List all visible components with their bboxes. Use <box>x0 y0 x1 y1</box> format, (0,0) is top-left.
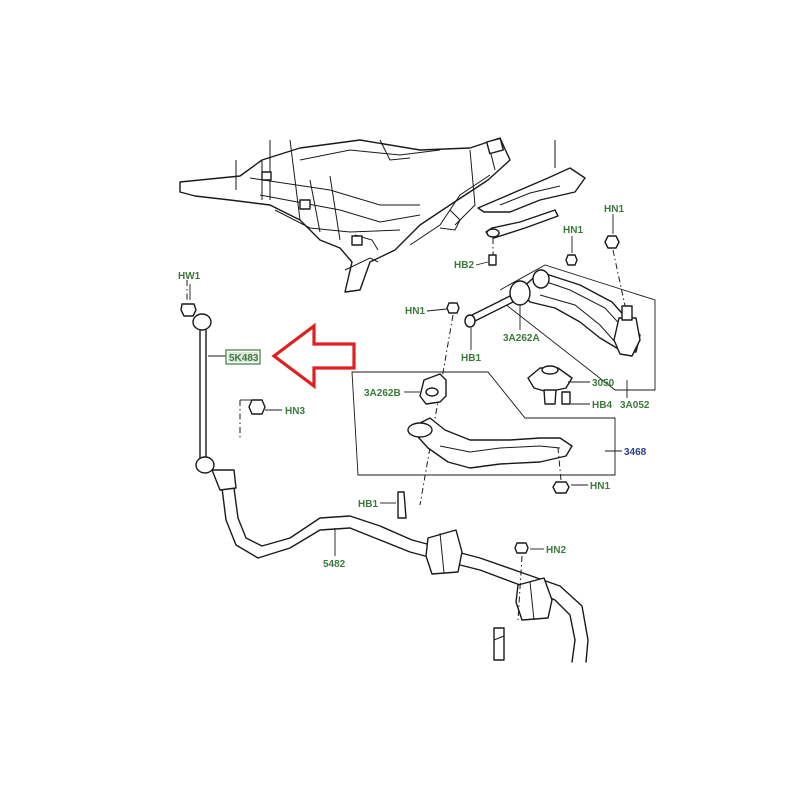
hn1-nut-top <box>604 235 628 316</box>
hb2-bolt <box>488 238 497 266</box>
anti-roll-bar <box>211 469 589 663</box>
label-hn1-low[interactable]: HN1 <box>590 481 610 492</box>
label-5k483-box <box>225 349 261 365</box>
label-hn1-upper[interactable]: HN1 <box>563 225 583 236</box>
label-3a052[interactable]: 3A052 <box>620 400 650 411</box>
drop-link <box>180 280 266 474</box>
front-bracket <box>477 140 586 239</box>
leader-lines <box>189 214 628 556</box>
upper-control-arm <box>499 264 656 391</box>
label-5482[interactable]: 5482 <box>323 559 346 570</box>
label-hb1-mid[interactable]: HB1 <box>461 353 481 364</box>
label-hw1[interactable]: HW1 <box>178 271 201 282</box>
lower-control-arm <box>351 371 616 494</box>
label-hn2[interactable]: HN2 <box>546 545 566 556</box>
label-3050[interactable]: 3050 <box>592 378 615 389</box>
label-3a262b[interactable]: 3A262B <box>364 388 401 399</box>
label-hn1-mid[interactable]: HN1 <box>405 306 425 317</box>
hb1-bolt-low <box>397 491 407 519</box>
hb1-bolt-mid <box>464 295 514 328</box>
hn1-nut-upper <box>565 254 578 266</box>
label-hn1-top[interactable]: HN1 <box>604 204 624 215</box>
hn1-nut-mid <box>419 302 460 506</box>
part-labels: HW1 5K483 HN3 HN1 HN1 HB2 HN1 HB1 3A262A… <box>178 204 650 570</box>
label-hb2[interactable]: HB2 <box>454 260 474 271</box>
label-hb1-low[interactable]: HB1 <box>358 499 378 510</box>
highlight-arrow <box>271 322 356 390</box>
label-5k483[interactable]: 5K483 <box>229 353 259 364</box>
ball-joint-3050 <box>527 365 573 405</box>
label-3468[interactable]: 3468 <box>624 447 647 458</box>
label-5k483-fill <box>228 352 258 362</box>
label-3a262a[interactable]: 3A262A <box>503 333 540 344</box>
label-hb4[interactable]: HB4 <box>592 400 612 411</box>
subframe <box>179 137 511 293</box>
label-hn3[interactable]: HN3 <box>285 406 305 417</box>
